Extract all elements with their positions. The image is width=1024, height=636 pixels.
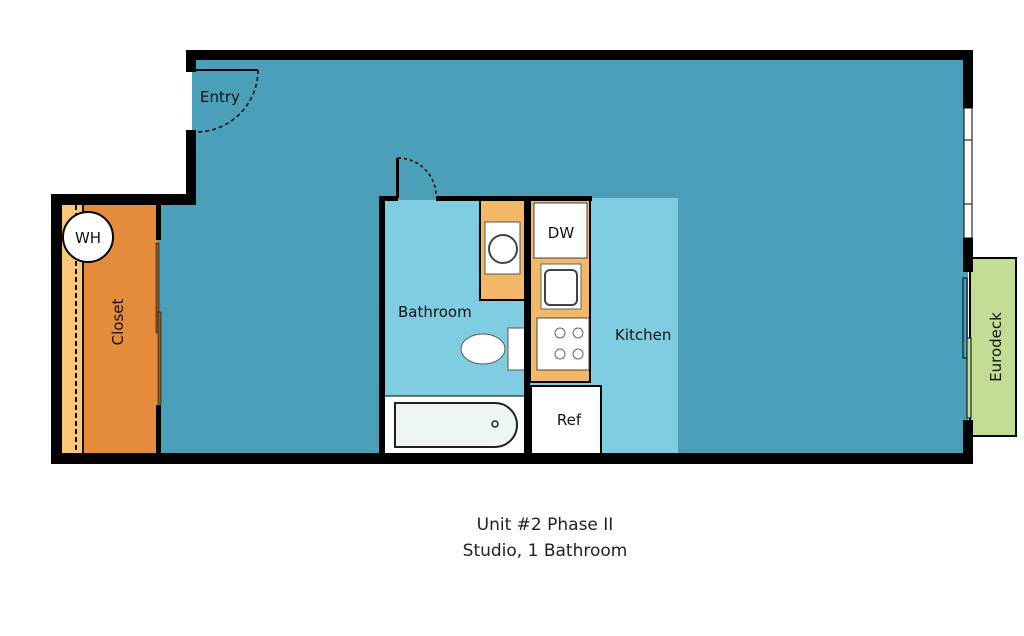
sliding-door	[966, 337, 972, 419]
bath-door-swing	[397, 157, 437, 197]
water-heater-label: WH	[75, 229, 101, 247]
refrigerator	[530, 385, 602, 456]
eurodeck-label: Eurodeck	[987, 312, 1005, 382]
toilet-tank	[507, 327, 526, 371]
entry-label: Entry	[200, 88, 240, 106]
door-swing	[195, 69, 259, 133]
bathroom-label: Bathroom	[398, 303, 472, 321]
bath-sink-icon	[488, 234, 518, 264]
closet-door	[155, 242, 160, 334]
living-floor-lower	[158, 200, 198, 458]
sliding-door	[962, 277, 968, 359]
water-heater	[62, 211, 114, 263]
kitchen-label: Kitchen	[615, 326, 671, 344]
dishwasher-label: DW	[548, 224, 575, 242]
dishwasher	[533, 202, 588, 259]
refrigerator-label: Ref	[557, 411, 582, 429]
closet-label: Closet	[109, 299, 127, 346]
unit-subtitle: Studio, 1 Bathroom	[463, 541, 628, 561]
window	[963, 107, 973, 239]
burners-icon	[554, 327, 584, 360]
toilet-icon	[460, 333, 506, 365]
eurodeck	[969, 257, 1017, 437]
unit-title: Unit #2 Phase II	[477, 515, 614, 535]
stove	[536, 317, 590, 371]
closet-door	[157, 311, 162, 405]
kitchen-sink-icon	[544, 269, 578, 306]
bathtub-icon	[394, 402, 518, 448]
walls	[51, 50, 973, 464]
